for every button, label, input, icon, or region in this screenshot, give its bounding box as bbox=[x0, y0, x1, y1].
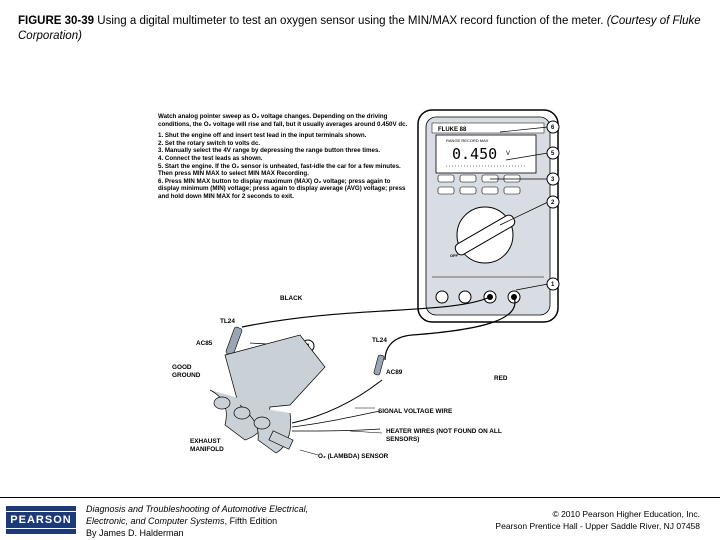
step-2: 2. Set the rotary switch to volts dc. bbox=[158, 139, 261, 147]
figure-caption: FIGURE 30-39 Using a digital multimeter … bbox=[18, 14, 708, 44]
label-black: BLACK bbox=[280, 295, 303, 302]
step-6: 6. Press MIN MAX button to display maxim… bbox=[158, 177, 406, 200]
callout-2: 2 bbox=[551, 200, 555, 206]
step-1: 1. Shut the engine off and insert test l… bbox=[158, 132, 367, 140]
book-edition: , Fifth Edition bbox=[224, 516, 278, 526]
label-o2-sensor: O₂ (LAMBDA) SENSOR bbox=[318, 453, 389, 460]
callout-5: 5 bbox=[551, 151, 555, 157]
instruction-steps: 1. Shut the engine off and insert test l… bbox=[158, 132, 408, 200]
step-4: 4. Connect the test leads as shown. bbox=[158, 154, 263, 162]
instruction-text: Watch analog pointer sweep as O₂ voltage… bbox=[158, 113, 408, 201]
pearson-logo: PEARSON bbox=[5, 506, 77, 534]
instruction-intro: Watch analog pointer sweep as O₂ voltage… bbox=[158, 113, 408, 128]
label-ac89: AC89 bbox=[386, 369, 403, 376]
display-header: RANGE RECORD MAX bbox=[446, 138, 489, 143]
label-ac85: AC85 bbox=[196, 340, 213, 347]
figure-label: FIGURE 30-39 bbox=[18, 15, 95, 27]
engine-exhaust-manifold bbox=[209, 334, 326, 454]
label-tl24-left: TL24 bbox=[220, 318, 235, 325]
step-5: 5. Start the engine. If the O₂ sensor is… bbox=[158, 162, 401, 178]
label-exhaust-manifold: EXHAUST MANIFOLD bbox=[190, 438, 224, 453]
copyright-block: © 2010 Pearson Higher Education, Inc. Pe… bbox=[400, 508, 700, 532]
callout-6: 6 bbox=[551, 125, 555, 131]
callout-1: 1 bbox=[551, 282, 555, 288]
switch-off-label: OFF bbox=[450, 253, 459, 258]
black-lead bbox=[241, 296, 491, 328]
label-signal-wire: SIGNAL VOLTAGE WIRE bbox=[378, 408, 453, 415]
label-heater-wires: HEATER WIRES (NOT FOUND ON ALL SENSORS) bbox=[386, 428, 502, 443]
caption-credit: (Courtesy of Fluke Corporation) bbox=[18, 15, 701, 42]
footer-divider bbox=[0, 497, 720, 498]
book-citation: Diagnosis and Troubleshooting of Automot… bbox=[86, 503, 346, 539]
multimeter-o2-sensor-illustration: FLUKE 88 RANGE RECORD MAX 0.450 V OFF 6 bbox=[209, 109, 560, 456]
caption-text: Using a digital multimeter to test an ox… bbox=[94, 15, 607, 27]
book-author: By James D. Halderman bbox=[86, 528, 184, 538]
label-good-ground: GOOD GROUND bbox=[172, 364, 201, 379]
step-3: 3. Manually select the 4V range by depre… bbox=[158, 147, 381, 155]
display-unit: V bbox=[506, 151, 510, 157]
label-red: RED bbox=[494, 375, 508, 382]
publisher-text: Pearson Prentice Hall - Upper Saddle Riv… bbox=[495, 521, 700, 531]
multimeter: FLUKE 88 RANGE RECORD MAX 0.450 V OFF bbox=[417, 109, 559, 323]
callout-3: 3 bbox=[551, 177, 555, 183]
copyright-text: © 2010 Pearson Higher Education, Inc. bbox=[552, 509, 700, 519]
red-lead bbox=[384, 296, 516, 361]
display-reading: 0.450 bbox=[452, 145, 497, 163]
meter-brand: FLUKE 88 bbox=[438, 127, 467, 133]
book-title: Diagnosis and Troubleshooting of Automot… bbox=[86, 504, 309, 526]
pearson-logo-text: PEARSON bbox=[5, 511, 77, 529]
label-tl24-right: TL24 bbox=[372, 337, 387, 344]
